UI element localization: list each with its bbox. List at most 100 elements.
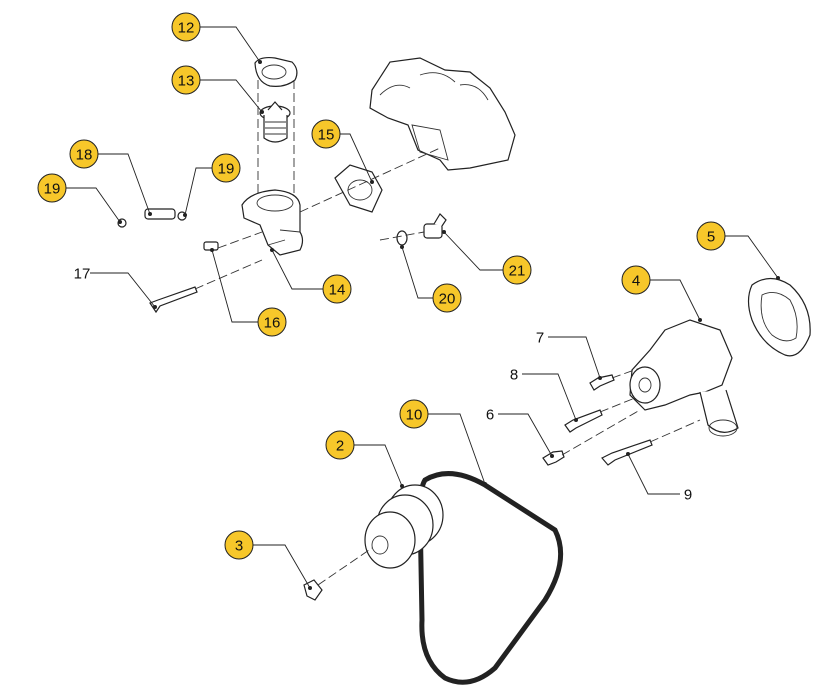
callout-13: 13 [171, 65, 264, 114]
callout-4: 4 [621, 265, 702, 322]
callout-label: 19 [44, 181, 61, 198]
leader-dot [442, 230, 446, 234]
leader-dot [308, 586, 312, 590]
leader-line [253, 544, 311, 589]
callout-label: 6 [486, 407, 494, 424]
bolt-8 [564, 409, 603, 433]
callout-bubble [171, 65, 201, 95]
callout-19: 19 [37, 173, 122, 224]
leader-dot [776, 276, 780, 280]
leader-dot [148, 212, 152, 216]
callout-label: 15 [318, 127, 335, 144]
leader-dot [370, 180, 374, 184]
callout-label: 3 [235, 538, 243, 555]
callout-6: 6 [486, 407, 554, 458]
callout-bubble [211, 153, 241, 183]
leader-dot [698, 318, 702, 322]
leader-dot [550, 454, 554, 458]
thermostat-housing-14 [241, 189, 304, 256]
callout-bubble [502, 255, 532, 285]
callout-bubble [399, 399, 429, 429]
leader-dot [400, 245, 404, 249]
leader-line [428, 413, 486, 485]
pulley-2 [364, 484, 444, 569]
callout-bubble [37, 173, 67, 203]
leader-line [522, 373, 577, 421]
leader-dot [260, 110, 264, 114]
gasket-12 [254, 56, 298, 87]
callout-label: 17 [74, 266, 91, 283]
leader-line [271, 249, 323, 290]
leader-dot [183, 213, 187, 217]
leader-dot [626, 452, 630, 456]
bolt-6 [542, 450, 565, 466]
callout-10: 10 [399, 399, 487, 486]
callout-7: 7 [536, 330, 602, 380]
leader-dot [598, 376, 602, 380]
callout-bubble [311, 119, 341, 149]
sender-21 [423, 213, 447, 239]
engine-block [369, 57, 516, 171]
leader-line [627, 453, 680, 495]
leader-line [340, 133, 373, 183]
callout-bubble [171, 12, 201, 42]
leader-line [443, 231, 503, 271]
callout-label: 20 [439, 291, 456, 308]
callout-bubble [224, 530, 254, 560]
callout-label: 12 [178, 20, 195, 37]
callout-14: 14 [270, 248, 352, 304]
gasket-5 [747, 277, 811, 357]
thermostat-13 [259, 101, 291, 143]
leader-dot [258, 60, 262, 64]
callout-16: 16 [210, 248, 287, 337]
leader-line [548, 336, 601, 379]
leader-dot [400, 484, 404, 488]
leader-line [401, 246, 433, 299]
callout-label: 7 [536, 330, 544, 347]
leader-line [200, 79, 263, 113]
callout-bubble [69, 139, 99, 169]
leader-dot [118, 220, 122, 224]
leader-line [725, 235, 779, 279]
callout-label: 5 [707, 229, 715, 246]
callout-9: 9 [626, 452, 692, 504]
callout-19: 19 [183, 153, 241, 217]
callout-2: 2 [325, 430, 404, 488]
callout-label: 19 [218, 161, 235, 178]
callout-18: 18 [69, 139, 152, 216]
leader-line [354, 444, 403, 487]
callout-label: 14 [329, 282, 346, 299]
leader-line [184, 167, 212, 216]
callout-label: 10 [406, 407, 423, 424]
leader-dot [574, 418, 578, 422]
leader-dot [270, 248, 274, 252]
bolt-7 [589, 374, 615, 391]
bolt-17 [149, 286, 198, 314]
leader-line [211, 249, 258, 323]
callout-label: 8 [510, 367, 518, 384]
callout-21: 21 [442, 230, 532, 285]
callout-bubble [432, 283, 462, 313]
leader-line [66, 187, 121, 223]
leader-dot [153, 305, 157, 309]
washer-20 [396, 230, 408, 246]
water-pump-4 [629, 319, 739, 437]
callout-5: 5 [696, 221, 780, 280]
callout-label: 16 [264, 315, 281, 332]
callout-20: 20 [400, 245, 462, 313]
callout-label: 21 [509, 263, 526, 280]
callout-label: 9 [684, 487, 692, 504]
callout-17: 17 [74, 266, 157, 309]
leader-line [90, 272, 156, 308]
callout-label: 18 [76, 147, 93, 164]
leader-dot [210, 248, 214, 252]
callout-bubble [696, 221, 726, 251]
callout-8: 8 [510, 367, 578, 422]
leader-line [98, 153, 151, 215]
callout-bubble [325, 430, 355, 460]
leader-dot [483, 482, 487, 486]
gasket-15 [334, 164, 383, 213]
leader-line [200, 26, 261, 63]
callout-bubble [621, 265, 651, 295]
